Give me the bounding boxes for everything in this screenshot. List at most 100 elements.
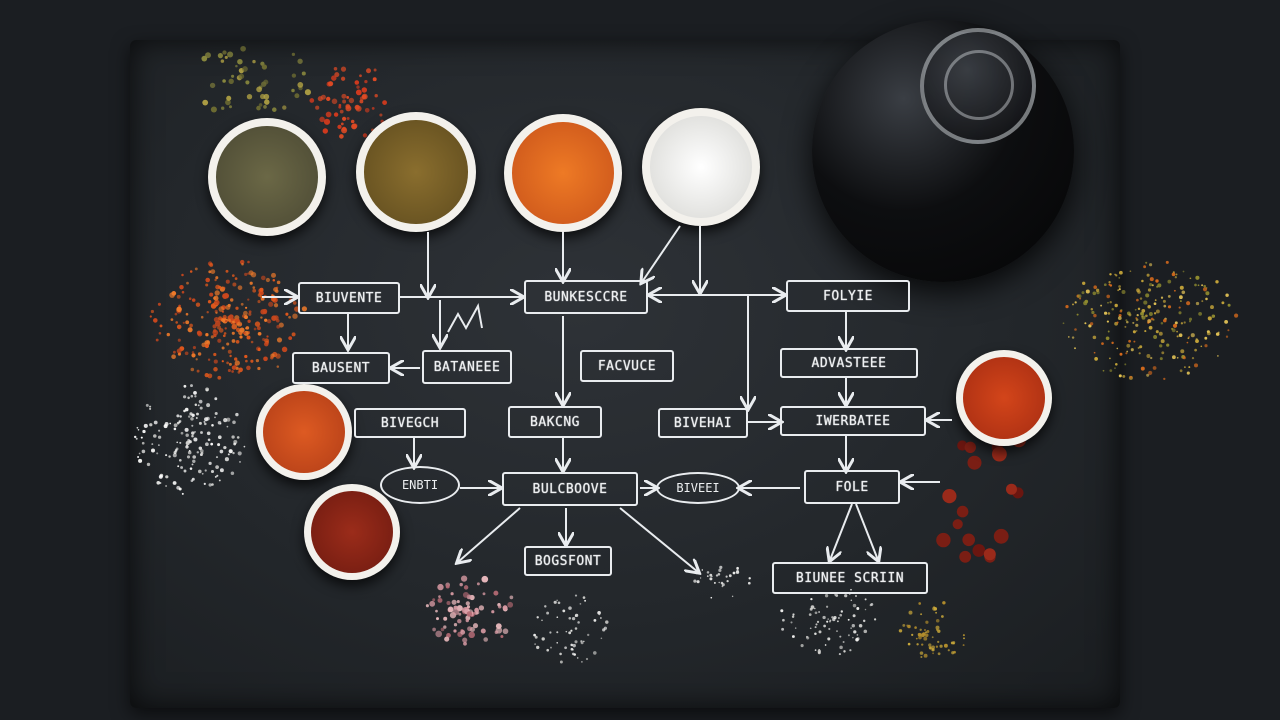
spice-grain bbox=[576, 657, 579, 659]
spice-grain bbox=[440, 627, 445, 632]
spice-grain bbox=[1225, 335, 1229, 338]
spice-grain bbox=[175, 447, 179, 451]
spice-grain bbox=[155, 338, 159, 342]
spice-grain bbox=[1176, 356, 1179, 359]
spice-grain bbox=[850, 588, 852, 591]
spice-grain bbox=[1103, 283, 1107, 287]
spice-grain bbox=[483, 637, 489, 642]
spice-grain bbox=[379, 113, 383, 117]
spice-grain bbox=[824, 644, 827, 646]
flow-box-biunee-scriin: BIUNEE SCRIIN bbox=[772, 562, 928, 594]
spice-grain bbox=[237, 451, 242, 456]
spice-grain bbox=[914, 626, 917, 629]
spice-grain bbox=[1173, 289, 1176, 292]
spice-grain bbox=[1175, 273, 1178, 276]
spice-grain bbox=[1146, 354, 1151, 358]
spice-grain bbox=[1095, 288, 1100, 292]
spice-grain bbox=[346, 95, 350, 99]
spice-grain bbox=[138, 458, 143, 463]
spice-grain bbox=[952, 642, 955, 645]
spice-grain bbox=[902, 623, 906, 627]
spice-grain bbox=[217, 52, 224, 59]
spice-grain bbox=[1126, 343, 1131, 348]
spice-grain bbox=[855, 595, 857, 597]
spice-grain bbox=[556, 642, 558, 644]
spice-grain bbox=[1135, 323, 1139, 327]
spice-grain bbox=[791, 635, 795, 638]
spice-grain bbox=[1118, 285, 1121, 288]
spice-grain bbox=[268, 301, 274, 307]
spice-grain bbox=[1155, 330, 1159, 334]
spice-grain bbox=[215, 456, 219, 459]
spice-grain bbox=[1155, 309, 1160, 314]
spice-grain bbox=[1172, 323, 1178, 328]
spice-grain bbox=[149, 405, 152, 408]
spice-grain bbox=[1084, 322, 1087, 325]
spice-grain bbox=[1118, 288, 1121, 291]
spice-grain bbox=[146, 462, 151, 467]
spice-grain bbox=[1114, 273, 1116, 276]
spice-grain bbox=[220, 59, 225, 63]
spice-grain bbox=[1141, 315, 1146, 320]
spice-grain bbox=[808, 613, 812, 616]
spice-grain bbox=[185, 312, 189, 316]
spice-grain bbox=[230, 471, 235, 476]
spice-grain bbox=[200, 431, 203, 434]
spice-grain bbox=[556, 599, 558, 602]
flow-box-iwerbatee: IWERBATEE bbox=[780, 406, 926, 436]
spice-grain bbox=[260, 93, 266, 100]
spice-grain bbox=[171, 354, 176, 360]
spice-grain bbox=[356, 85, 360, 89]
spice-grain bbox=[908, 610, 913, 615]
spice-grain bbox=[574, 594, 578, 597]
spice-grain bbox=[222, 79, 226, 83]
spice-grain bbox=[481, 575, 489, 583]
spice-grain bbox=[205, 52, 211, 59]
spice-grain bbox=[263, 79, 269, 85]
turmeric-paprika-bowl bbox=[504, 114, 622, 232]
spice-grain bbox=[207, 438, 211, 442]
spice-grain bbox=[1183, 321, 1186, 324]
flow-box-bausent: BAUSENT bbox=[292, 352, 390, 384]
spice-grain bbox=[190, 384, 193, 388]
spice-grain bbox=[212, 329, 219, 336]
spice-grain bbox=[340, 122, 344, 126]
flow-box-folyie: FOLYIE bbox=[786, 280, 910, 312]
spice-grain bbox=[1145, 261, 1148, 264]
spice-grain bbox=[924, 633, 929, 637]
spice-grain bbox=[254, 321, 261, 327]
spice-grain bbox=[429, 600, 436, 607]
spice-grain bbox=[153, 318, 158, 323]
spice-grain bbox=[256, 326, 261, 331]
spice-grain bbox=[176, 348, 182, 354]
spice-grain bbox=[1136, 288, 1140, 293]
spice-grain bbox=[791, 615, 795, 618]
spice-grain bbox=[266, 335, 269, 338]
spice-grain bbox=[465, 618, 470, 623]
spice-grain bbox=[828, 627, 831, 631]
spice-grain bbox=[1128, 313, 1132, 317]
spice-grain bbox=[187, 415, 191, 418]
spice-grain bbox=[243, 445, 246, 448]
spice-grain bbox=[328, 81, 334, 87]
spice-grain bbox=[837, 616, 840, 620]
spice-grain bbox=[263, 105, 267, 109]
spice-grain bbox=[556, 616, 559, 619]
spice-grain bbox=[920, 633, 925, 638]
spice-grain bbox=[198, 421, 202, 425]
spice-grain bbox=[1106, 320, 1109, 323]
spice-grain bbox=[205, 283, 209, 287]
spice-grain bbox=[500, 634, 504, 639]
spice-grain bbox=[460, 575, 468, 582]
spice-grain bbox=[835, 594, 839, 597]
spice-grain bbox=[240, 259, 245, 265]
spice-grain bbox=[847, 618, 850, 621]
spice-grain bbox=[550, 646, 552, 649]
spice-grain bbox=[225, 319, 228, 323]
spice-grain bbox=[1211, 314, 1215, 318]
spice-grain bbox=[288, 336, 293, 340]
spice-grain bbox=[502, 605, 508, 611]
spice-grain bbox=[191, 351, 195, 354]
spice-grain bbox=[158, 429, 161, 432]
spice-grain bbox=[173, 427, 177, 431]
